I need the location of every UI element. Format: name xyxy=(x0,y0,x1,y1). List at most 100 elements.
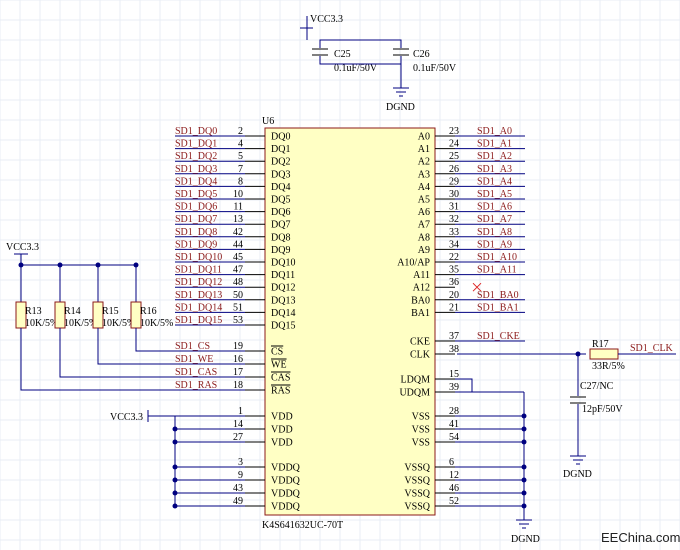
net-label: SD1_WE xyxy=(175,354,213,365)
pin-number: 24 xyxy=(449,139,459,150)
pin-number: 23 xyxy=(449,126,459,137)
pin-number: 49 xyxy=(233,496,243,507)
pin-number: 30 xyxy=(449,189,459,200)
pin-number: 52 xyxy=(449,496,459,507)
net-label: SD1_DQ8 xyxy=(175,227,217,238)
net-label: SD1_DQ4 xyxy=(175,176,217,187)
pin-number: 25 xyxy=(449,151,459,162)
pin-number: 53 xyxy=(233,315,243,326)
pin-name: A8 xyxy=(418,232,430,243)
pin-name: DQ10 xyxy=(271,258,295,269)
pin-number: 13 xyxy=(233,214,243,225)
pin-number: 34 xyxy=(449,239,459,250)
net-label: SD1_A1 xyxy=(477,139,512,150)
decoupling-caps: VCC3.3 C25 0.1uF/50V C26 0.1uF/50V DGND xyxy=(300,14,457,113)
pullup-network: VCC3.3 R1310K/5%R1410K/5%R1510K/5%R1610K… xyxy=(6,242,175,391)
pin-name: A0 xyxy=(418,132,430,143)
net-label: SD1_BA1 xyxy=(477,302,519,313)
pin-number: 46 xyxy=(449,483,459,494)
pin-name: VSSQ xyxy=(404,502,430,513)
pin-name: DQ0 xyxy=(271,132,290,143)
net-label: SD1_CKE xyxy=(477,331,520,342)
pin-number: 3 xyxy=(238,457,243,468)
pin-name: RAS xyxy=(271,386,290,397)
pin-name: CAS xyxy=(271,373,290,384)
net-label: SD1_A2 xyxy=(477,151,512,162)
vcc-label-top: VCC3.3 xyxy=(310,14,343,25)
c25-ref: C25 xyxy=(334,49,351,60)
pin-name: DQ15 xyxy=(271,321,295,332)
pin-name: A1 xyxy=(418,144,430,155)
cap-bottom-rail xyxy=(319,56,402,65)
watermark: EEChina.com xyxy=(601,530,680,545)
net-label: SD1_DQ5 xyxy=(175,189,217,200)
res-value: 10K/5% xyxy=(25,318,58,329)
pin-number: 41 xyxy=(449,419,459,430)
pin-number: 26 xyxy=(449,164,459,175)
gnd-label-clk: DGND xyxy=(563,469,592,480)
pin-number: 6 xyxy=(449,457,454,468)
vss-bus: DGND xyxy=(511,392,540,545)
pin-number: 42 xyxy=(233,227,243,238)
ground-symbol-caps xyxy=(393,87,409,97)
pin-name: DQ7 xyxy=(271,220,290,231)
pin-number: 1 xyxy=(238,406,243,417)
net-label: SD1_DQ9 xyxy=(175,239,217,250)
ground-symbol-clk xyxy=(570,455,586,465)
pin-number: 48 xyxy=(233,277,243,288)
net-label: SD1_A0 xyxy=(477,126,512,137)
c27-ref: C27/NC xyxy=(580,381,614,392)
pin-number: 29 xyxy=(449,176,459,187)
c25-value: 0.1uF/50V xyxy=(334,63,378,74)
pin-number: 20 xyxy=(449,290,459,301)
c26-value: 0.1uF/50V xyxy=(413,63,457,74)
net-label: SD1_DQ11 xyxy=(175,265,222,276)
pin-number: 22 xyxy=(449,252,459,263)
pin-number: 31 xyxy=(449,202,459,213)
pin-number: 51 xyxy=(233,302,243,313)
pin-name: DQ11 xyxy=(271,270,295,281)
pin-number: 7 xyxy=(238,164,243,175)
pin-name: DQ6 xyxy=(271,207,290,218)
pin-name: VSS xyxy=(412,412,430,423)
capacitor-c26: C26 0.1uF/50V xyxy=(393,48,457,74)
r17-value: 33R/5% xyxy=(592,361,625,372)
pin-number: 38 xyxy=(449,344,459,355)
pin-name: A5 xyxy=(418,195,430,206)
net-label: SD1_DQ7 xyxy=(175,214,217,225)
pin-name: BA0 xyxy=(411,295,430,306)
pin-number: 8 xyxy=(238,176,243,187)
pin-name: DQ1 xyxy=(271,144,290,155)
net-label: SD1_A11 xyxy=(477,265,517,276)
c27-value: 12pF/50V xyxy=(582,404,623,415)
vdd-bus: VCC3.3 xyxy=(110,410,176,506)
pin-number: 12 xyxy=(449,470,459,481)
net-label: SD1_BA0 xyxy=(477,290,519,301)
pin-name: CLK xyxy=(410,350,431,361)
pin-name: DQ5 xyxy=(271,195,290,206)
pin-name: VDDQ xyxy=(271,502,301,513)
